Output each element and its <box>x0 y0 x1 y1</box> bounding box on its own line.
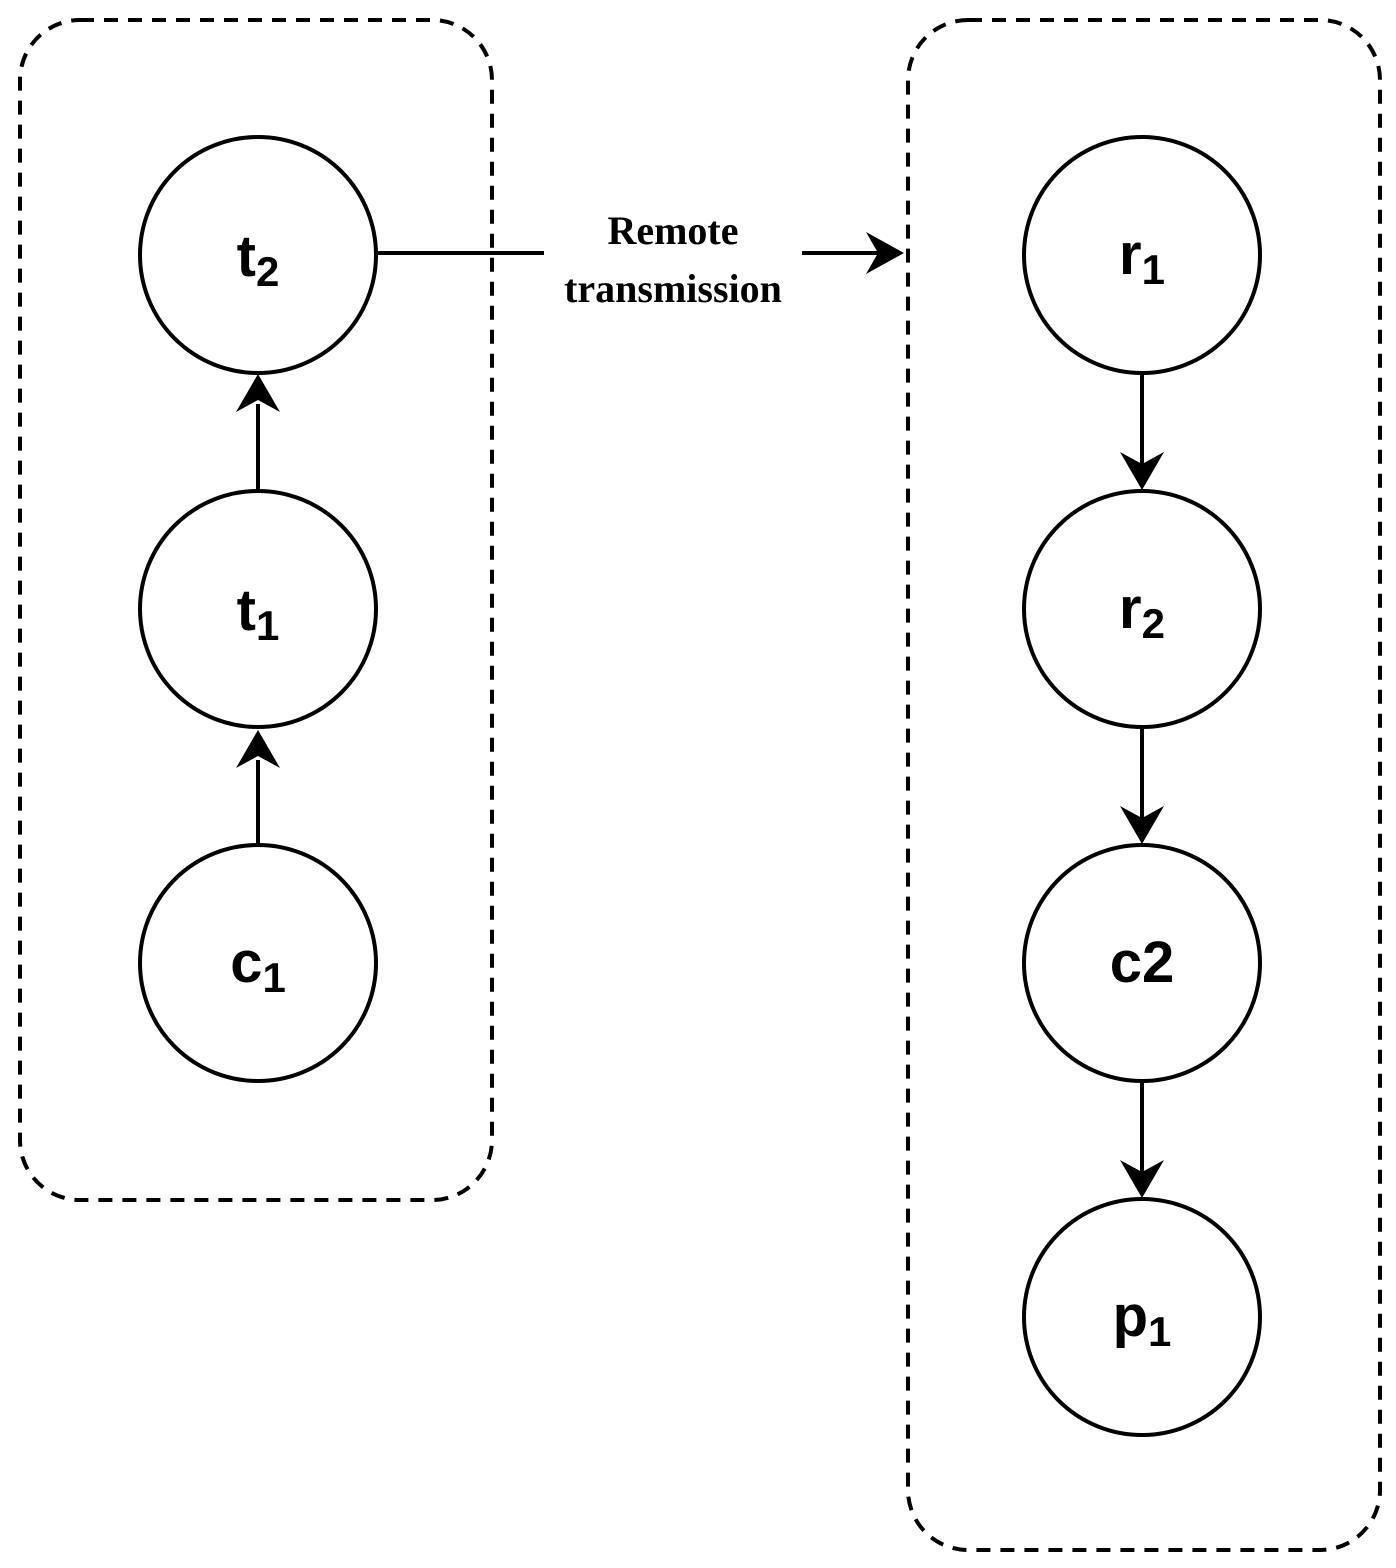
node-c2-base: c2 <box>1110 930 1175 995</box>
node-p1-sub: 1 <box>1148 1308 1171 1355</box>
arrowhead-c2-p1 <box>1120 1160 1164 1198</box>
edge-r2-c2 <box>1120 728 1164 844</box>
node-c1-sub: 1 <box>262 954 285 1001</box>
edge-label-transmission: transmission <box>564 266 782 311</box>
edge-t2-r1: Remote transmission <box>378 208 904 311</box>
edge-t1-t2 <box>236 374 280 490</box>
node-c1-base: c <box>230 930 262 995</box>
svg-text:t1: t1 <box>237 578 280 649</box>
edge-r1-r2 <box>1120 374 1164 490</box>
node-c2: c2 <box>1022 843 1262 1083</box>
left-group-box <box>18 18 494 1202</box>
node-t1-base: t <box>237 578 256 643</box>
svg-text:t2: t2 <box>237 224 280 295</box>
node-t1: t1 <box>138 489 378 729</box>
node-c1: c1 <box>138 843 378 1083</box>
node-t2-base: t <box>237 224 256 289</box>
edge-label-remote: Remote <box>607 208 738 253</box>
node-t2: t2 <box>138 135 378 375</box>
svg-text:r1: r1 <box>1119 222 1165 293</box>
node-p1-base: p <box>1113 1284 1148 1349</box>
node-r2-base: r <box>1119 576 1142 641</box>
node-r1: r1 <box>1022 135 1262 375</box>
edge-c2-p1 <box>1120 1082 1164 1198</box>
arrowhead-r2-c2 <box>1120 806 1164 844</box>
svg-text:c1: c1 <box>230 930 286 1001</box>
edge-c1-t1 <box>236 730 280 846</box>
node-p1: p1 <box>1022 1197 1262 1437</box>
node-r2-sub: 2 <box>1142 600 1165 647</box>
node-t1-sub: 1 <box>256 602 279 649</box>
arrowhead-c1-t1 <box>236 730 280 768</box>
arrowhead-t1-t2 <box>236 374 280 412</box>
node-t2-sub: 2 <box>256 248 279 295</box>
node-r2: r2 <box>1022 489 1262 729</box>
node-r1-base: r <box>1119 222 1142 287</box>
arrowhead-r1-r2 <box>1120 452 1164 490</box>
right-group-box <box>906 18 1382 1552</box>
svg-text:r2: r2 <box>1119 576 1165 647</box>
svg-text:p1: p1 <box>1113 1284 1172 1355</box>
svg-text:c2: c2 <box>1110 930 1175 995</box>
arrowhead-t2-r1 <box>866 232 904 274</box>
node-r1-sub: 1 <box>1142 246 1165 293</box>
